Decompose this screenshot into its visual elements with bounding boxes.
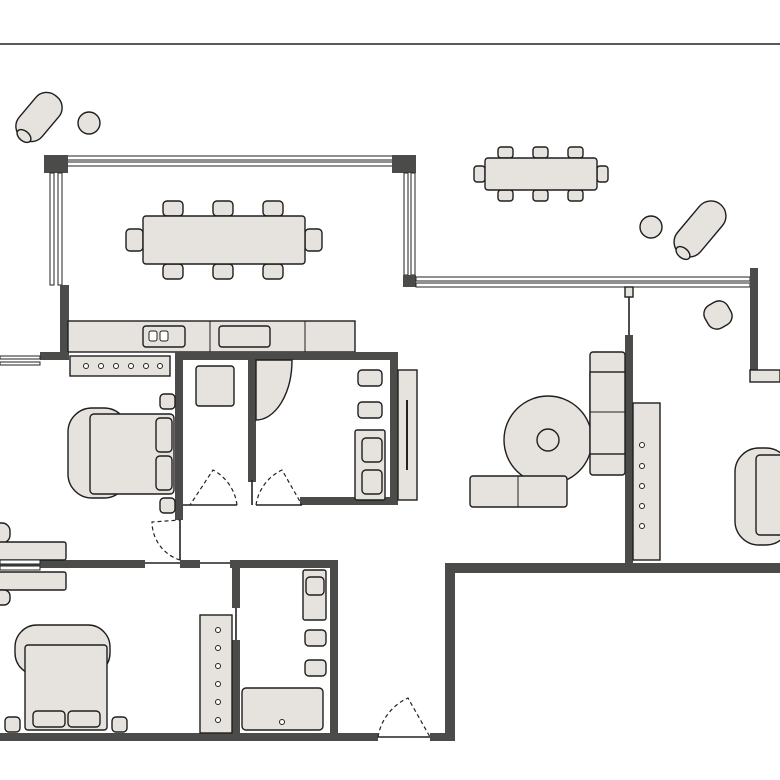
bed-room-2	[4, 624, 128, 733]
glass-wall-top	[63, 155, 395, 167]
walls	[0, 335, 780, 741]
side-table-top-left	[77, 111, 101, 135]
toilet-bath-2	[304, 629, 327, 647]
dining-set-outdoor	[473, 146, 609, 202]
bed-room-1	[67, 393, 176, 514]
armchair-right	[734, 447, 780, 546]
side-table-top-right	[639, 215, 663, 239]
small-chair	[703, 300, 733, 330]
toilet-bath-1	[195, 365, 235, 407]
kitchen-counter	[67, 320, 356, 353]
wardrobe-room-2	[199, 614, 233, 734]
sofa-left-edge	[0, 522, 67, 606]
corner-post-top-left	[44, 155, 68, 173]
glass-wall-left	[49, 172, 63, 286]
radiator-bath-1	[397, 369, 418, 501]
post-door-right	[624, 286, 634, 298]
bathtub-bath-2	[241, 687, 324, 731]
vanity-bath-1	[354, 369, 386, 501]
dining-set-main	[125, 200, 323, 280]
sofa-vertical	[589, 351, 626, 476]
bidet-bath-2	[304, 659, 327, 677]
sofa-horizontal	[469, 475, 568, 508]
glass-wall-right	[403, 172, 416, 276]
wall-right-upper	[750, 268, 758, 370]
wall-left-upper	[60, 285, 69, 360]
kitchen-cooktop	[69, 355, 171, 377]
wall-right-stub	[749, 369, 780, 383]
round-table-living	[503, 395, 593, 485]
post-right	[403, 275, 416, 287]
shower-bath-1	[255, 359, 293, 421]
doors	[145, 297, 630, 738]
corner-post-top-right	[392, 155, 416, 173]
vanity-bath-2	[302, 569, 327, 621]
glass-wall-horizontal-right	[415, 276, 751, 288]
tv-cabinet	[632, 402, 661, 561]
lounge-chair-top-left	[15, 91, 63, 144]
lounge-chair-top-right	[673, 200, 727, 261]
